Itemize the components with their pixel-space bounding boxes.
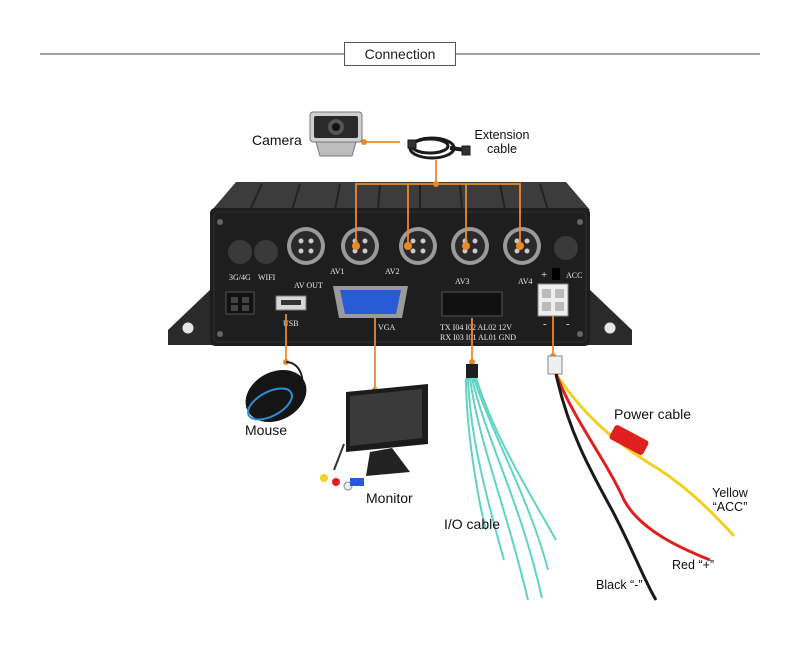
extension-cable-image: [407, 136, 471, 160]
label-usb: USB: [283, 319, 299, 328]
camera-image: [309, 111, 363, 157]
label-extension-line1: Extension: [474, 128, 530, 142]
label-extension-cable: Extension cable: [468, 128, 536, 156]
label-3g4g: 3G/4G: [229, 273, 251, 282]
label-av3: AV3: [455, 277, 470, 286]
monitor-image: [320, 384, 428, 491]
label-minus-left: -: [543, 318, 547, 330]
label-io-row1: TX I04 I02 AL02 12V: [440, 323, 512, 332]
io-port: [441, 291, 503, 317]
label-yellow-acc: Yellow “ACC”: [702, 486, 758, 514]
housing-top: [212, 182, 590, 210]
right-flange: [588, 288, 632, 345]
io-cable-image: [465, 364, 557, 601]
label-io-row2: RX I03 I01 AL01 GND: [440, 333, 516, 342]
label-red-plus: Red “+”: [672, 558, 715, 572]
label-yellow-line1: Yellow: [712, 486, 748, 500]
antenna-3g-cap: [228, 240, 252, 264]
label-vga: VGA: [378, 323, 396, 332]
label-black-minus: Black “-”: [596, 578, 643, 592]
label-acc: ACC: [566, 271, 582, 280]
net-port: [225, 291, 255, 315]
label-extension-line2: cable: [487, 142, 517, 156]
label-power-cable: Power cable: [614, 406, 692, 422]
antenna-wifi-cap: [254, 240, 278, 264]
mouse-image: [245, 361, 307, 422]
label-plus: +: [541, 269, 547, 281]
label-av1: AV1: [330, 267, 345, 276]
label-av2: AV2: [385, 267, 400, 276]
power-port: [537, 283, 569, 317]
label-yellow-line2: “ACC”: [712, 500, 748, 514]
label-monitor: Monitor: [366, 490, 413, 506]
label-wifi: WIFI: [258, 273, 276, 282]
label-mouse: Mouse: [245, 422, 288, 438]
label-av4: AV4: [518, 277, 533, 286]
page-title: Connection: [344, 42, 456, 66]
label-camera: Camera: [252, 132, 302, 148]
left-flange: [168, 288, 212, 345]
label-io-cable: I/O cable: [444, 516, 501, 532]
connector-dots: [283, 139, 556, 393]
power-cable-image: [547, 355, 736, 601]
dvr-device: [168, 182, 632, 346]
label-av-out: AV OUT: [294, 281, 323, 290]
fuse-holder: [609, 425, 649, 455]
label-minus-right: -: [566, 318, 570, 330]
antenna-gps-cap: [554, 236, 578, 260]
